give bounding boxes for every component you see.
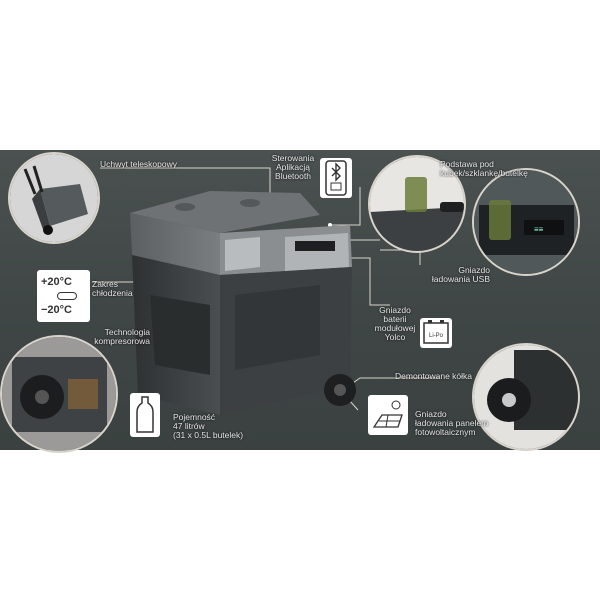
- label-solar-socket: Gniazdo ładowania panelem fotowoltaiczny…: [415, 409, 489, 437]
- bottle-box: [130, 393, 160, 437]
- label-capacity: Pojemność 47 litrów (31 x 0.5L butelek): [173, 412, 244, 440]
- solar-box: [368, 395, 408, 435]
- cup-holder-photo: [368, 155, 466, 253]
- label-cup-holder: Podstawa pod kubek/szklankę/butelkę: [440, 159, 528, 178]
- label-telescopic-handle: Uchwyt teleskopowy: [100, 159, 178, 169]
- solar-panel-icon: [372, 400, 403, 428]
- label-battery-socket: Gniazdo baterii modułowej Yolco: [374, 305, 416, 342]
- svg-text:≡≡: ≡≡: [534, 225, 544, 234]
- temp-low: −20°C: [41, 304, 73, 316]
- bluetooth-icon: [325, 160, 347, 196]
- usb-socket-photo: ≡≡: [472, 168, 580, 276]
- label-compressor: Technologia kompresorowa: [94, 327, 150, 346]
- label-bluetooth-control: Sterowania Aplikacją Bluetooth: [271, 153, 315, 181]
- label-usb-socket: Gniazdo ładowania USB: [431, 265, 490, 284]
- thermometer-icon: [57, 292, 77, 300]
- battery-text: Li-Po: [429, 333, 444, 339]
- wheel-photo: [472, 343, 580, 451]
- bottle-icon: [136, 396, 154, 433]
- label-removable-wheels: Demontowane kółka: [395, 371, 473, 381]
- battery-box: Li-Po: [420, 318, 452, 348]
- cooler-illustration: [130, 191, 356, 415]
- compressor-photo: [0, 335, 118, 453]
- label-cooling-range: Zakres chłodzenia: [92, 279, 133, 298]
- temperature-range-box: +20°C −20°C: [37, 270, 90, 322]
- battery-icon: Li-Po: [423, 320, 449, 344]
- bluetooth-box: [320, 158, 352, 198]
- temp-high: +20°C: [41, 276, 73, 288]
- telescopic-handle-photo: [8, 152, 100, 244]
